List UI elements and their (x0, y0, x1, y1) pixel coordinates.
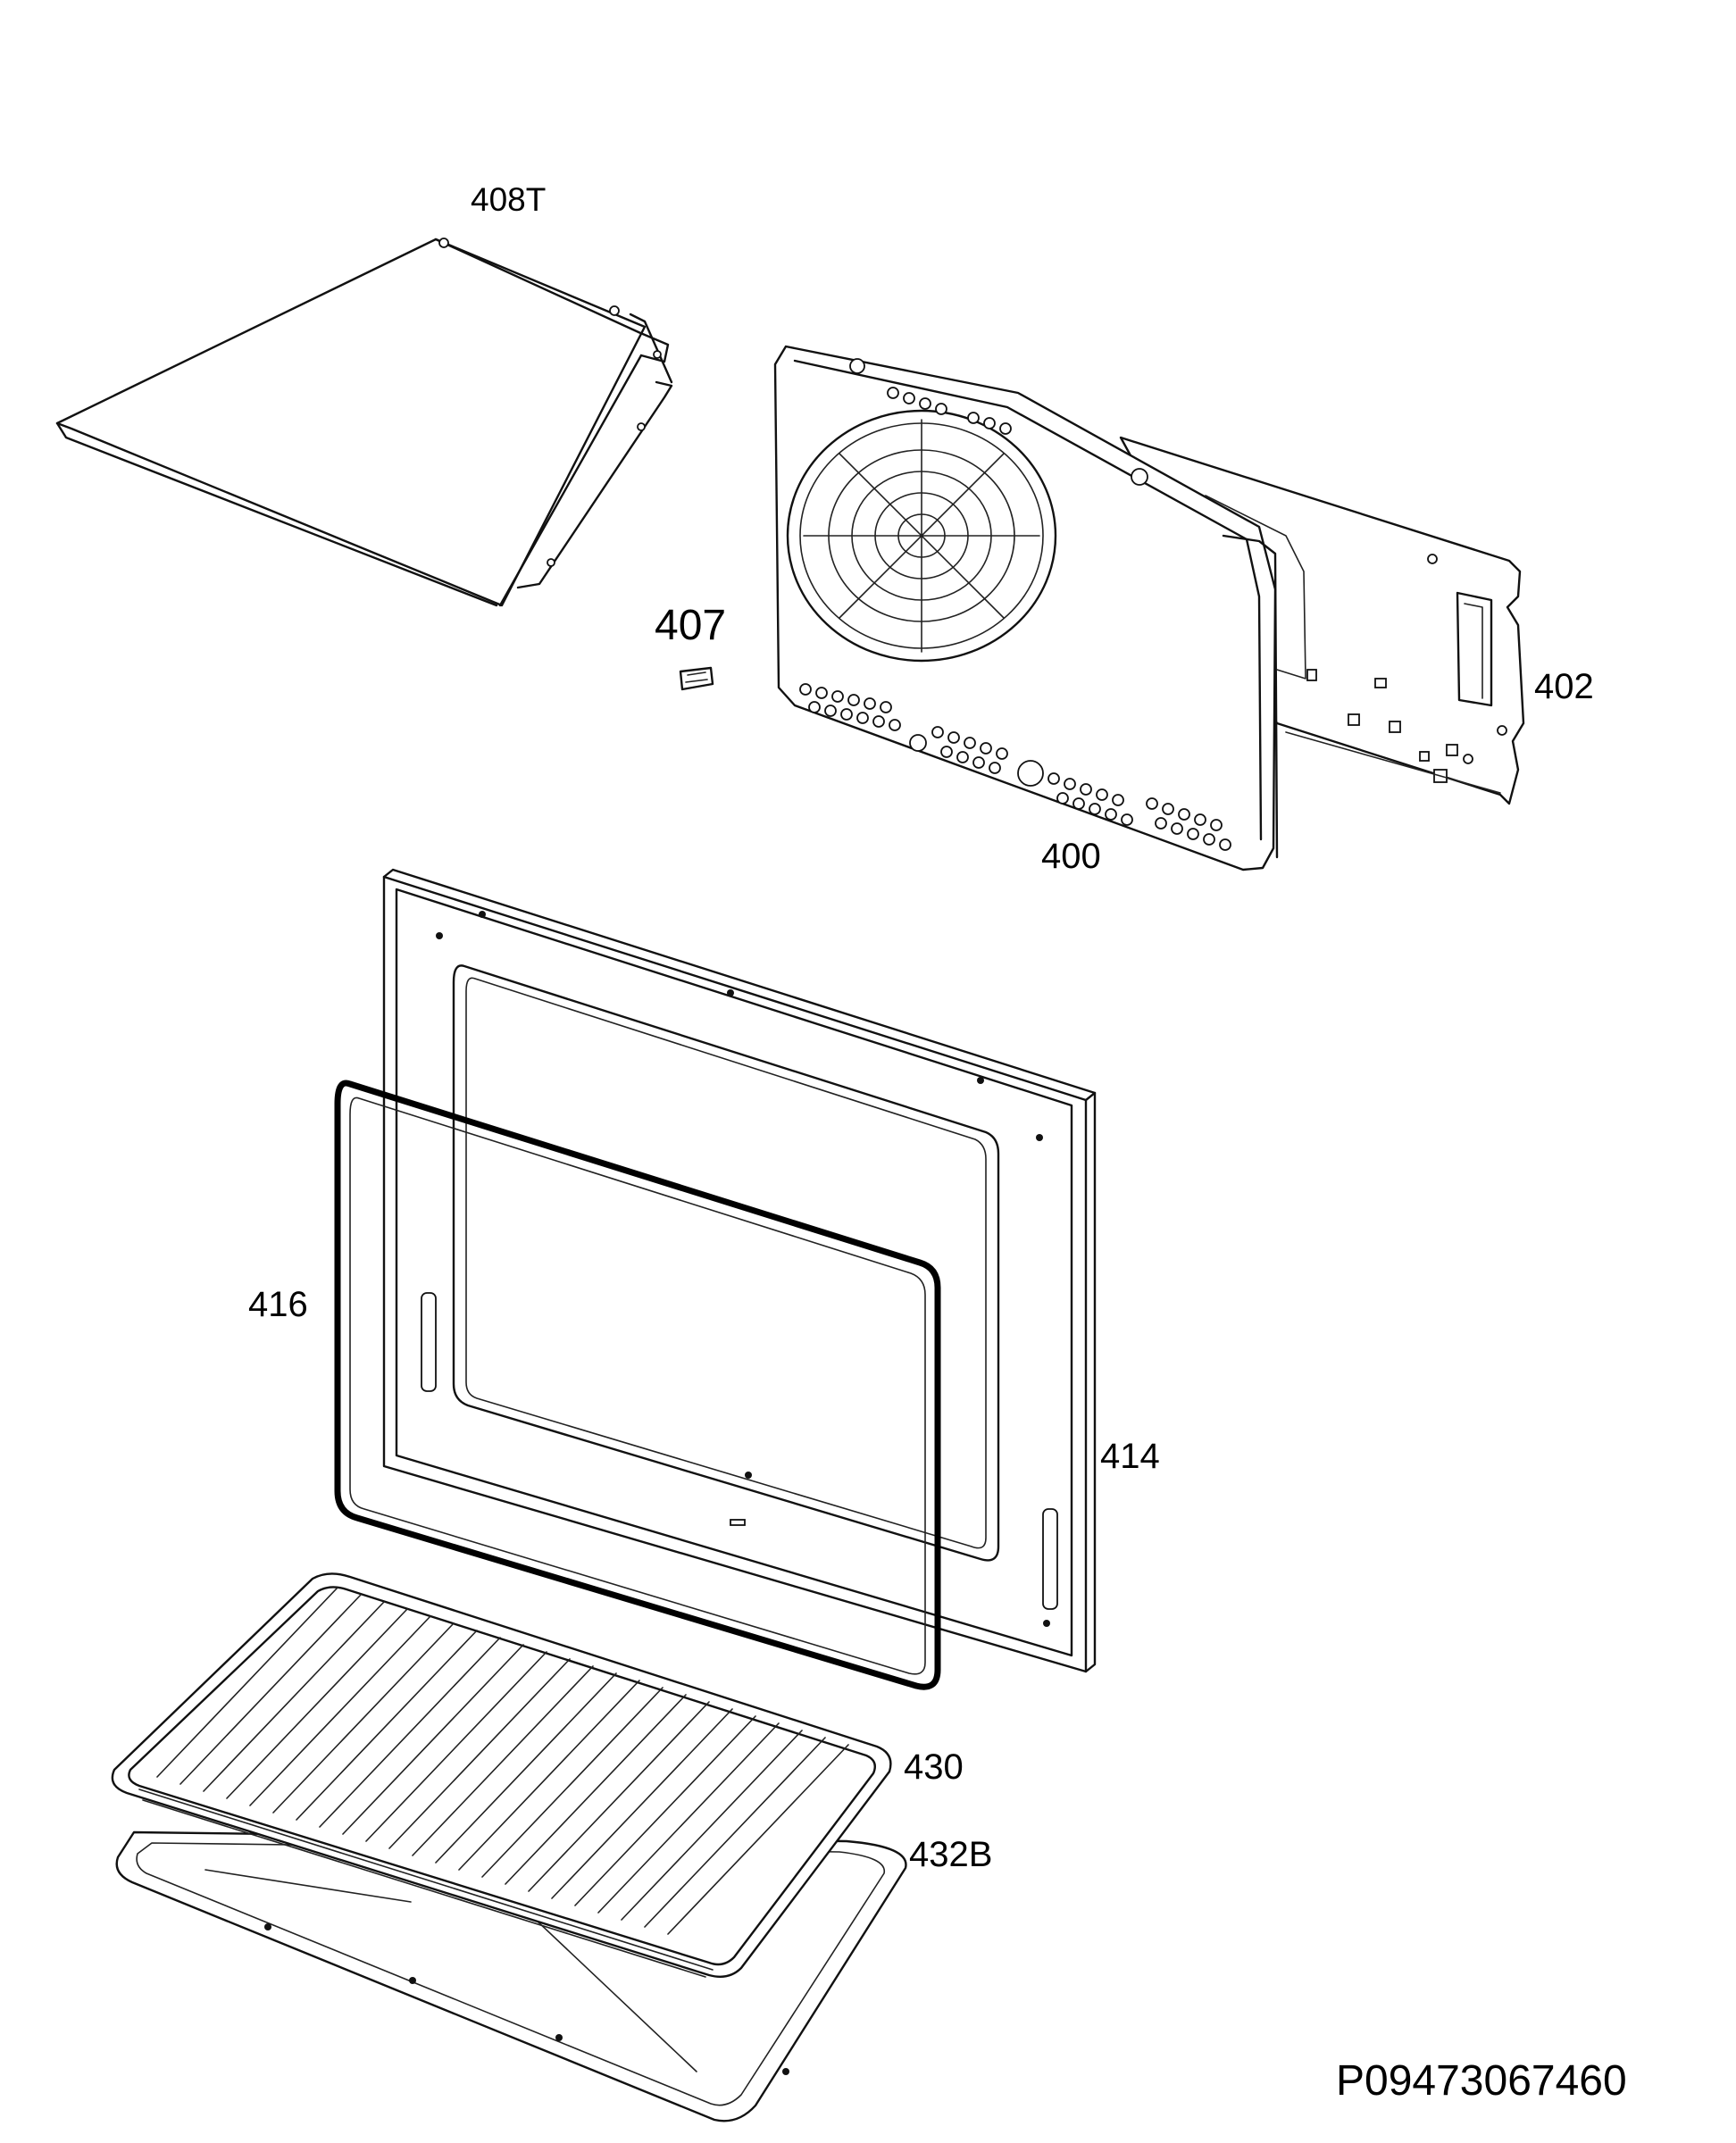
part-400-fan-cover (773, 345, 1306, 871)
label-414: 414 (1100, 1437, 1160, 1476)
part-414-door-frame (382, 868, 1097, 1673)
part-408T-deflector (55, 238, 673, 607)
label-407: 407 (655, 602, 726, 649)
rack-wires (156, 1587, 849, 1935)
label-430: 430 (904, 1747, 964, 1787)
part-407-clip (679, 666, 714, 691)
label-432B: 432B (909, 1835, 992, 1874)
part-416-door-seal (334, 1080, 941, 1690)
label-408T: 408T (471, 181, 546, 218)
label-402: 402 (1534, 667, 1594, 706)
label-416: 416 (248, 1285, 308, 1324)
drawing-code: P09473067460 (1336, 2057, 1627, 2105)
perforation-holes (799, 387, 1231, 851)
part-430-grill-rack (111, 1572, 892, 1978)
label-400: 400 (1041, 837, 1101, 876)
